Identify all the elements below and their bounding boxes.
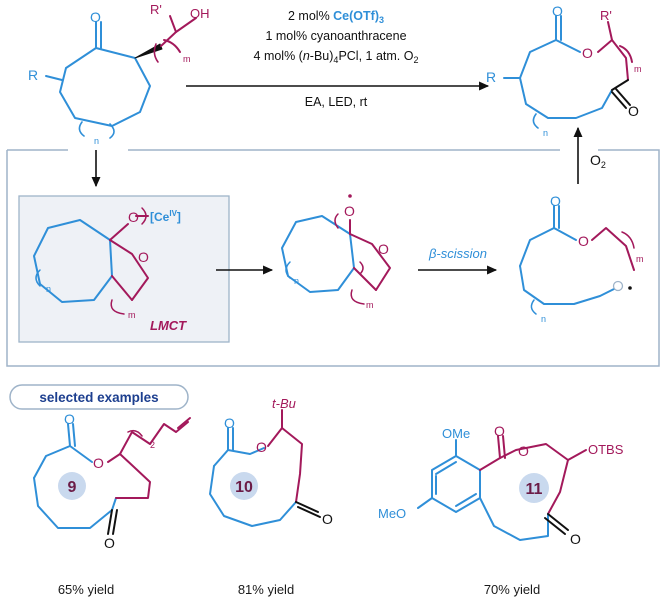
alkoxy-radical-structure [281, 213, 391, 305]
lmct-n-subscript: n [46, 284, 51, 294]
product-ketone-o-label: O [628, 103, 639, 119]
ketone-oxygen-label: O [90, 9, 101, 25]
product-r-label: R [486, 69, 496, 85]
example-11-structure [417, 435, 587, 541]
example-11-number: 11 [526, 481, 543, 498]
condition-line-3: 4 mol% (n-Bu)4PCl, 1 atm. O2 [254, 49, 419, 65]
starting-material-structure [45, 15, 197, 139]
r-substituent-label: R [28, 67, 38, 83]
condition-line-2: 1 mol% cyanoanthracene [265, 29, 406, 43]
expanded-ester-o-label: O [578, 233, 589, 249]
radical-n-subscript: n [294, 276, 299, 286]
expanded-n-subscript: n [541, 314, 546, 324]
product-ester-o-label: O [582, 45, 593, 61]
section-title-pill [9, 384, 189, 410]
condition-line-1: 2 mol% Ce(OTf)3 [288, 9, 384, 25]
hydroxyl-label: OH [190, 6, 210, 21]
m-subscript: m [183, 54, 191, 64]
expanded-m-subscript: m [636, 254, 644, 264]
product-structure [503, 15, 633, 129]
radical-oxygen-label: O [344, 203, 355, 219]
example-10-badge [230, 472, 258, 500]
ex9-carbonyl-o-label: O [64, 411, 75, 427]
beta-scission-label: β-scission [428, 246, 487, 261]
cerium-iv-label: [CeIV] [150, 209, 181, 224]
ex10-carbonyl-o-label: O [224, 415, 235, 431]
ex10-ketone-o-label: O [322, 511, 333, 527]
example-10-number: 10 [235, 479, 253, 496]
example-9-structure [33, 417, 191, 535]
example-11-badge [519, 473, 549, 503]
ex9-ketone-o-label: O [104, 535, 115, 551]
lmct-complex-panel [18, 195, 230, 343]
lmct-label: LMCT [150, 318, 187, 333]
condition-line-4: EA, LED, rt [305, 95, 368, 109]
example-9-badge [58, 472, 86, 500]
ex11-carbonyl-o-label: O [494, 423, 505, 439]
ex9-ester-o-label: O [93, 455, 104, 471]
example-9-number: 9 [68, 479, 77, 496]
oxygen-reagent-label: O2 [590, 152, 606, 170]
expanded-carbonyl-o-label: O [550, 193, 561, 209]
r-prime-label: R' [150, 2, 162, 17]
radical-m-subscript: m [366, 300, 374, 310]
ex11-otbs-label: OTBS [588, 442, 624, 457]
lmct-oxygen-label: O [128, 209, 139, 225]
lmct-ring-o-label: O [138, 249, 149, 265]
radical-ring-o-label: O [378, 241, 389, 257]
ex11-meo-label: MeO [378, 506, 406, 521]
product-m-subscript: m [634, 64, 642, 74]
ex11-ome-label: OMe [442, 426, 470, 441]
example-9-yield: 65% yield [58, 582, 114, 597]
example-10-structure [209, 409, 321, 527]
ex11-ketone-o-label: O [570, 531, 581, 547]
lmct-complex-structure [33, 207, 149, 315]
example-10-yield: 81% yield [238, 582, 294, 597]
n-subscript: n [94, 136, 99, 146]
mechanism-frame [6, 149, 660, 367]
product-n-subscript: n [543, 128, 548, 138]
ex9-chain-subscript: 2 [150, 440, 155, 450]
product-r-prime-label: R' [600, 8, 612, 23]
ex11-ester-o-label: O [518, 443, 529, 459]
section-title: selected examples [39, 390, 158, 405]
lmct-m-subscript: m [128, 310, 136, 320]
ring-expanded-radical-structure [519, 205, 635, 315]
product-carbonyl-o-label: O [552, 3, 563, 19]
example-11-yield: 70% yield [484, 582, 540, 597]
ex10-ester-o-label: O [256, 439, 267, 455]
ex10-tbu-label: t-Bu [272, 396, 296, 411]
